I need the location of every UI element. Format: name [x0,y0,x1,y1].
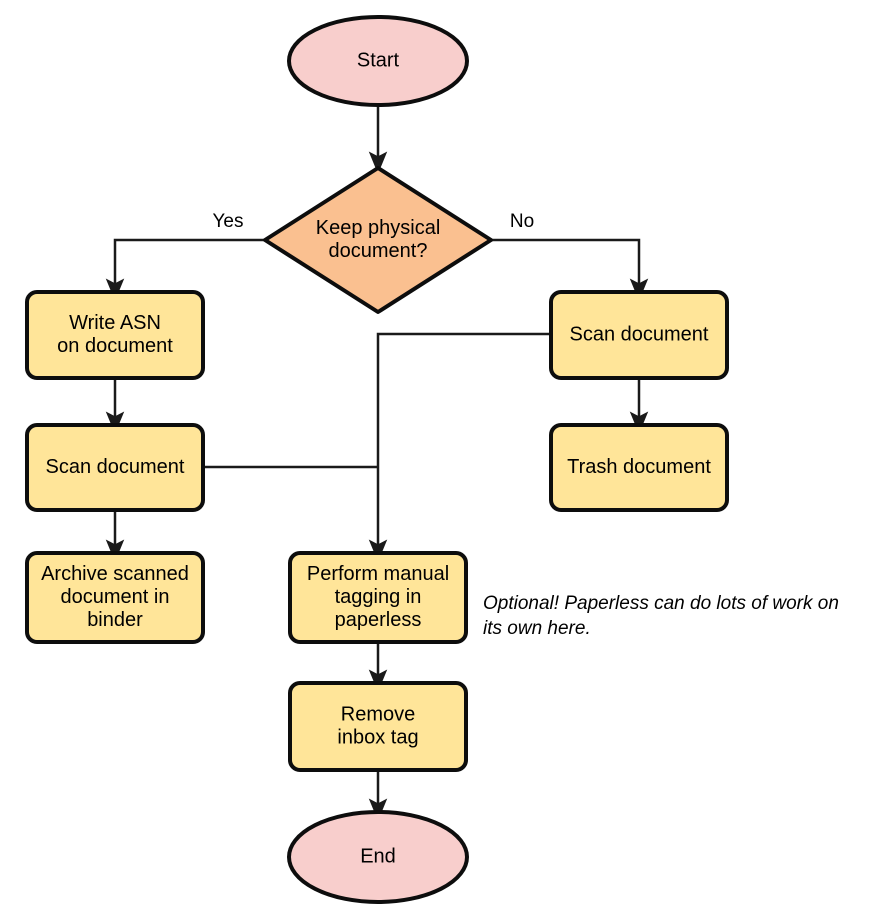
node-label-line: Write ASN [69,312,161,334]
node-trash[interactable]: Trash document [549,423,729,512]
node-end[interactable]: End [287,810,469,904]
node-label-line: Scan document [46,456,185,478]
node-label-line: Trash document [567,456,711,478]
terminator-shape [287,15,469,107]
process-shape [549,290,729,380]
node-scan-left[interactable]: Scan document [25,423,205,512]
edge-label-no: No [510,211,534,232]
annotations-layer: Optional! Paperless can do lots of work … [483,593,839,639]
node-label-line: Start [357,49,400,71]
edge-decision-yes: Yes [105,211,265,302]
node-label-line: on document [57,335,173,357]
node-label-line: inbox tag [337,726,418,748]
edge-line [491,238,649,302]
edge-line [368,332,551,563]
node-label-line: Remove [341,703,415,725]
edge-scan-right-to-tagging [368,332,551,563]
process-shape [25,423,205,512]
annotation-line: Optional! Paperless can do lots of work … [483,593,839,614]
node-label-line: binder [87,609,143,631]
node-scan-right[interactable]: Scan document [549,290,729,380]
node-label-line: Archive scanned [41,563,189,585]
edge-line [105,238,265,302]
node-label-line: paperless [335,609,422,631]
node-label-line: Scan document [570,323,709,345]
node-label-line: document in [61,586,170,608]
node-start[interactable]: Start [287,15,469,107]
annotation-optional-note: Optional! Paperless can do lots of work … [483,593,839,639]
node-label-line: tagging in [335,586,422,608]
node-label-line: document? [329,240,428,262]
node-label-line: End [360,845,396,867]
process-shape [288,551,468,644]
edge-label-yes: Yes [213,211,244,232]
process-shape [549,423,729,512]
process-shape [25,290,205,380]
decision-shape [263,166,493,314]
process-shape [288,681,468,772]
node-label-line: Keep physical [316,217,441,239]
annotation-line: its own here. [483,618,591,639]
edges-layer: Yes No [105,105,649,822]
terminator-shape [287,810,469,904]
node-label-line: Perform manual [307,563,449,585]
process-shape [25,551,205,644]
edge-decision-no: No [491,211,649,302]
